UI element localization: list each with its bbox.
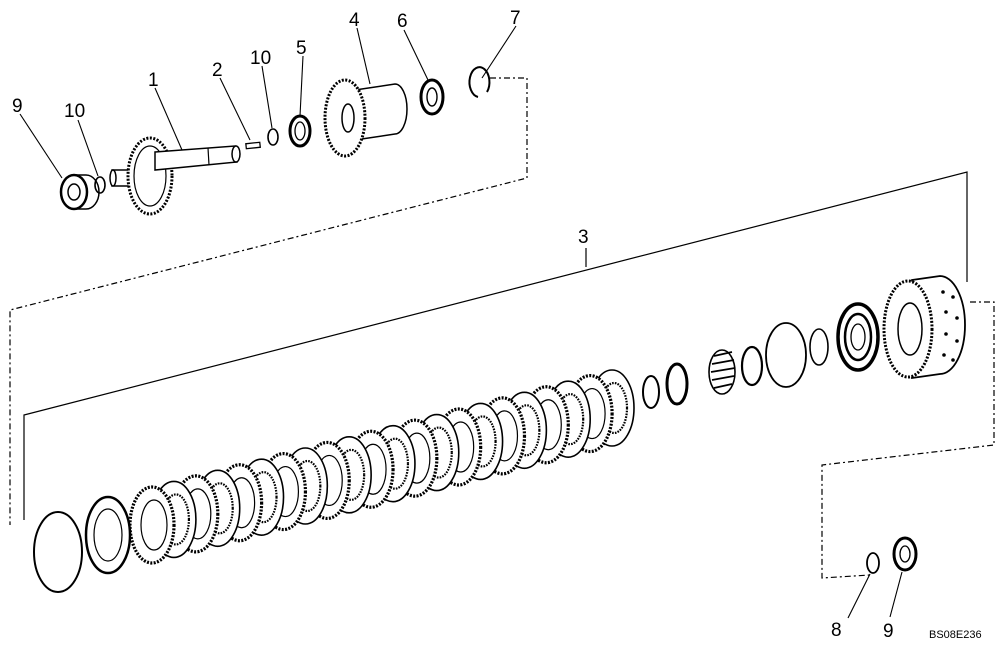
snap-ring-left — [94, 176, 106, 194]
snap-ring-clutch-1 — [642, 375, 660, 409]
callout-5: 5 — [296, 38, 307, 59]
leader-lines — [19, 25, 903, 619]
callout-6: 6 — [397, 11, 408, 32]
assembly-boundary-lower — [821, 301, 995, 579]
bearing-6 — [419, 78, 445, 116]
clutch-plate-pack — [128, 369, 635, 565]
callout-4: 4 — [349, 10, 360, 31]
bearing-left — [59, 173, 100, 211]
piston-plate — [84, 495, 132, 575]
callout-9-left: 9 — [12, 96, 23, 117]
o-ring-large-left — [33, 511, 83, 593]
callout-7: 7 — [510, 8, 521, 29]
drawing-reference-code: BS08E236 — [929, 629, 982, 641]
return-spring — [708, 349, 736, 395]
callout-2: 2 — [212, 60, 223, 81]
ring-clutch-3 — [740, 345, 764, 387]
assembly-boundary-upper — [9, 77, 528, 525]
callout-10-left: 10 — [64, 101, 85, 122]
clutch-drum — [882, 275, 966, 380]
callout-3: 3 — [578, 227, 589, 248]
seal-large — [765, 322, 807, 388]
snap-ring-lower — [866, 552, 880, 574]
callout-10-top: 10 — [250, 48, 271, 69]
seal-small — [809, 328, 829, 366]
friction-plate-bore — [140, 499, 168, 551]
callout-8: 8 — [831, 620, 842, 641]
callout-9-bottom: 9 — [883, 621, 894, 642]
ring-clutch-2 — [665, 362, 689, 406]
pin — [245, 141, 261, 150]
bearing-lower-right — [892, 536, 918, 572]
gear-shaft — [109, 136, 241, 216]
ring-5 — [288, 114, 312, 148]
gear-hub — [323, 78, 408, 158]
circlip — [468, 66, 491, 98]
clutch-assembly-bracket — [23, 171, 968, 520]
piston-bearing — [836, 302, 880, 372]
snap-ring-upper — [267, 128, 279, 146]
callout-1: 1 — [148, 70, 159, 91]
